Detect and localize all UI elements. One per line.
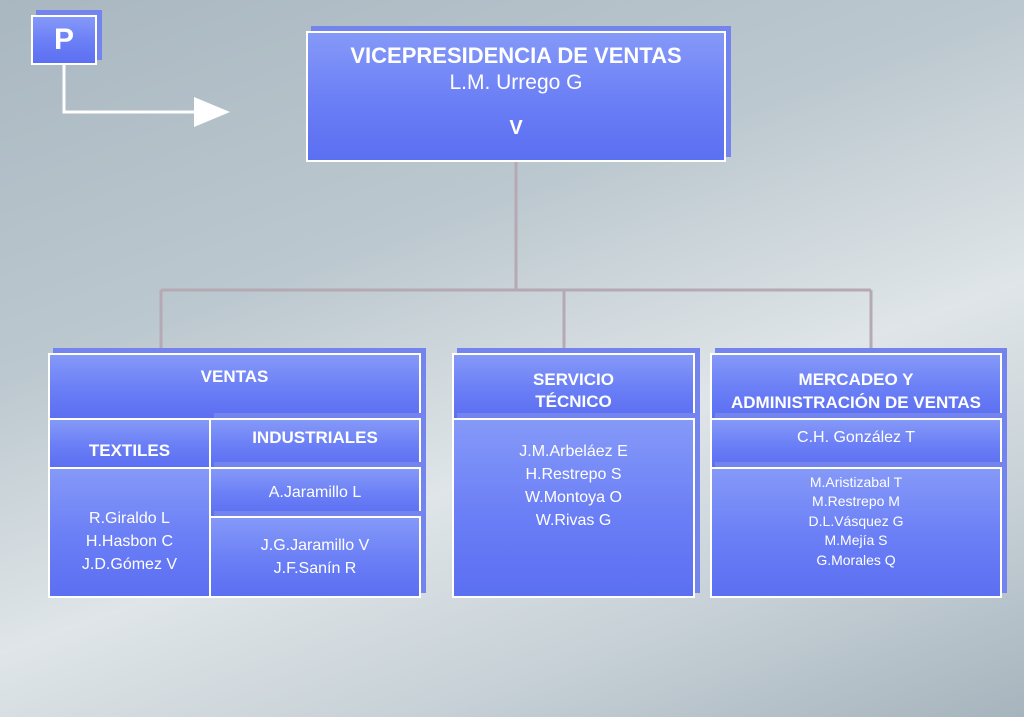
person: J.D.Gómez V — [81, 556, 178, 573]
person: W.Montoya O — [525, 489, 622, 506]
vicepresidencia-title: VICEPRESIDENCIA DE VENTAS — [350, 43, 682, 68]
vicepresidencia-name: L.M. Urrego G — [449, 71, 583, 94]
mercadeo-header: MERCADEO Y ADMINISTRACIÓN DE VENTAS — [710, 353, 1002, 420]
logo-arrow — [62, 64, 230, 127]
person: M.Restrepo M — [812, 493, 900, 510]
person: M.Aristizabal T — [809, 473, 903, 490]
person: H.Hasbon C — [85, 533, 174, 550]
person: C.H. González T — [797, 428, 915, 446]
textiles-header: TEXTILES — [48, 418, 211, 469]
person: A.Jaramillo L — [268, 483, 362, 501]
industriales-people-box: J.G.Jaramillo V J.F.Sanín R — [209, 516, 421, 598]
person: J.G.Jaramillo V — [260, 537, 370, 554]
person: M.Mejía S — [824, 532, 888, 549]
person: J.F.Sanín R — [273, 560, 357, 577]
textiles-header-label: TEXTILES — [88, 440, 171, 460]
servicio-header-line2: TÉCNICO — [535, 391, 612, 411]
logo-letter: P — [53, 23, 74, 56]
servicio-people-box: J.M.Arbeláez E H.Restrepo S W.Montoya O … — [452, 418, 695, 598]
servicio-header-line1: SERVICIO — [533, 369, 614, 389]
industriales-header: INDUSTRIALES — [209, 418, 421, 469]
person: D.L.Vásquez G — [808, 512, 904, 529]
person: R.Giraldo L — [89, 510, 170, 527]
industriales-lead-box: A.Jaramillo L — [209, 467, 421, 518]
person: H.Restrepo S — [525, 466, 622, 483]
industriales-header-label: INDUSTRIALES — [252, 427, 378, 447]
mercadeo-people-box: M.Aristizabal T M.Restrepo M D.L.Vásquez… — [710, 467, 1002, 598]
mercadeo-lead-box: C.H. González T — [710, 418, 1002, 469]
logo-p-box: P — [31, 15, 97, 65]
mercadeo-header-line2: ADMINISTRACIÓN DE VENTAS — [731, 392, 981, 412]
textiles-people-box: R.Giraldo L H.Hasbon C J.D.Gómez V — [48, 467, 211, 598]
ventas-header: VENTAS — [48, 353, 421, 420]
ventas-header-label: VENTAS — [200, 367, 269, 386]
servicio-header: SERVICIO TÉCNICO — [452, 353, 695, 420]
person: G.Morales Q — [816, 551, 896, 568]
person: W.Rivas G — [535, 512, 612, 529]
person: J.M.Arbeláez E — [519, 443, 628, 460]
vicepresidencia-code: V — [509, 117, 523, 139]
vicepresidencia-box: VICEPRESIDENCIA DE VENTAS L.M. Urrego G … — [306, 31, 726, 162]
mercadeo-header-line1: MERCADEO Y — [798, 369, 914, 389]
